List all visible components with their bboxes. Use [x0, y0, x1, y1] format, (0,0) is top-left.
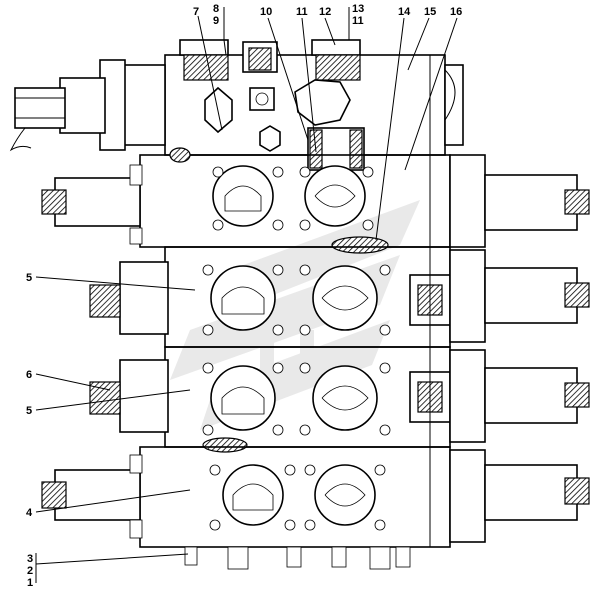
label-1: 1 [27, 577, 33, 589]
label-16: 16 [450, 6, 462, 18]
top-head-section [9, 39, 464, 171]
label-12: 12 [319, 6, 331, 18]
callout-labels: 7 8 9 10 11 12 13 11 14 15 16 5 6 5 4 3 … [26, 3, 462, 589]
label-6: 6 [26, 369, 32, 381]
valve-section-2 [89, 246, 590, 348]
label-8: 8 [213, 3, 219, 15]
label-5b: 5 [26, 405, 32, 417]
valve-section-4 [41, 446, 590, 570]
label-11a: 11 [296, 6, 308, 18]
valve-section-1 [41, 147, 590, 254]
label-4: 4 [26, 507, 33, 519]
label-11b: 11 [352, 15, 364, 27]
label-9: 9 [213, 15, 219, 27]
label-13: 13 [352, 3, 364, 15]
label-5a: 5 [26, 272, 32, 284]
label-10: 10 [260, 6, 272, 18]
label-7: 7 [193, 6, 199, 18]
label-15: 15 [424, 6, 436, 18]
valve-section-3 [89, 346, 590, 453]
label-14: 14 [398, 6, 411, 18]
label-2: 2 [27, 565, 33, 577]
leader-lines [35, 7, 458, 583]
label-3: 3 [27, 553, 33, 565]
